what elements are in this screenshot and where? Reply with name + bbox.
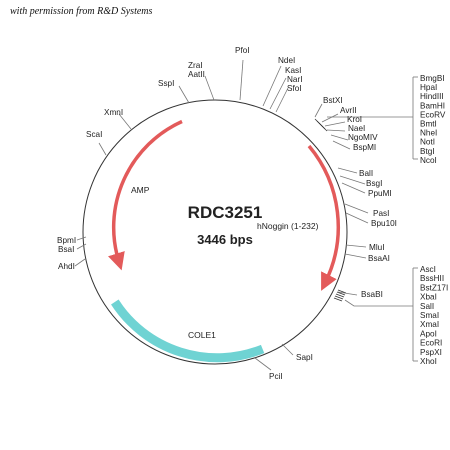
insert-label: hNoggin (1-232)	[257, 221, 319, 231]
mcs-site-label: XmaI	[420, 320, 439, 329]
plasmid-backbone	[82, 99, 348, 365]
mcs-lower-ticks	[333, 289, 347, 302]
cole1-feature-band	[111, 299, 265, 363]
mcs-site-label: HindIII	[420, 92, 444, 101]
mcs-site-label: HpaI	[420, 83, 437, 92]
mcs-site-label: BamHI	[420, 101, 445, 110]
mcs-site-label: NcoI	[420, 156, 437, 165]
cole1-label: COLE1	[188, 330, 216, 340]
amp-label: AMP	[131, 185, 150, 195]
mcs-site-label: XhoI	[420, 357, 437, 366]
site-label: NaeI	[348, 124, 365, 133]
site-label: KroI	[347, 115, 362, 124]
site-label: SfoI	[287, 84, 302, 93]
mcs-site-label: BssHII	[420, 274, 444, 283]
site-label: XmnI	[104, 108, 123, 117]
amp-feature-arrow	[108, 119, 183, 271]
site-label: NarI	[287, 75, 302, 84]
mcs-site-label: BstZ17I	[420, 283, 448, 292]
site-label: AvrII	[340, 106, 357, 115]
site-label: NdeI	[278, 56, 295, 65]
site-label: BsaAI	[368, 254, 390, 263]
site-label: BsgI	[366, 179, 382, 188]
site-label: ScaI	[86, 130, 102, 139]
site-label: SspI	[158, 79, 174, 88]
mcs-site-label: EcoRI	[420, 339, 442, 348]
mcs-site-label: BmgBI	[420, 74, 445, 83]
site-label: PciI	[269, 372, 283, 381]
site-label: ZraI	[188, 61, 203, 70]
site-label: BalI	[359, 169, 373, 178]
site-label: BsaBI	[361, 290, 383, 299]
site-label: PfoI	[235, 46, 250, 55]
site-label: MluI	[369, 243, 384, 252]
insert-feature-arrow	[307, 144, 340, 291]
permission-caption: with permission from R&D Systems	[10, 6, 153, 17]
site-label: PasI	[373, 209, 389, 218]
mcs-site-label: XbaI	[420, 293, 437, 302]
site-label: AatII	[188, 70, 205, 79]
mcs-site-label: PspXI	[420, 348, 442, 357]
site-leader-lines	[74, 59, 418, 371]
site-label: BpmI	[57, 236, 76, 245]
plasmid-size: 3446 bps	[197, 232, 253, 247]
mcs-site-label: SalI	[420, 302, 434, 311]
mcs-site-label: SmaI	[420, 311, 439, 320]
mcs-site-label: ApoI	[420, 329, 437, 338]
mcs-site-label: BtgI	[420, 147, 435, 156]
site-label: BsaI	[58, 245, 74, 254]
mcs-site-label: BmtI	[420, 120, 437, 129]
mcs-site-label: NheI	[420, 129, 437, 138]
mcs-site-label: NotI	[420, 138, 435, 147]
site-label: NgoMIV	[348, 133, 378, 142]
site-label: Bpu10I	[371, 219, 397, 228]
mcs-upper-list: BmgBIHpaIHindIIIBamHIEcoRVBmtINheINotIBt…	[420, 74, 446, 165]
mcs-lower-list: AscIBssHIIBstZ17IXbaISalISmaIXmaIApoIEco…	[420, 265, 448, 366]
site-label: BstXI	[323, 96, 343, 105]
site-label: AhdI	[58, 262, 75, 271]
mcs-site-label: AscI	[420, 265, 436, 274]
site-label: SapI	[296, 353, 313, 362]
plasmid-name: RDC3251	[188, 203, 263, 222]
site-label: KasI	[285, 66, 301, 75]
site-label: PpuMI	[368, 189, 392, 198]
mcs-upper-ticks	[314, 118, 328, 132]
mcs-site-label: EcoRV	[420, 110, 446, 119]
site-label: BspMI	[353, 143, 376, 152]
